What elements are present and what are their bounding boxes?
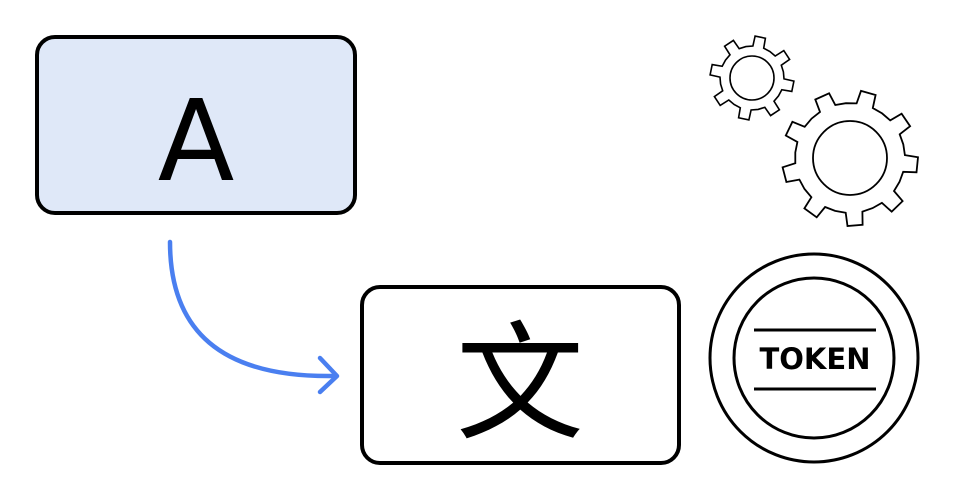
source-letter: A	[158, 77, 235, 207]
source-box-frame	[35, 35, 357, 215]
gear-large-hole	[812, 120, 888, 196]
token-coin-icon: TOKEN	[708, 252, 920, 464]
gear-small-hole	[729, 55, 775, 101]
token-label: TOKEN	[760, 342, 871, 376]
curved-arrow-icon	[167, 239, 340, 395]
gear-large-icon	[781, 89, 919, 227]
target-box-frame	[360, 285, 681, 465]
target-box: 文	[360, 285, 681, 465]
source-box: A	[35, 35, 357, 215]
gear-small-icon	[709, 35, 795, 121]
target-character: 文	[456, 310, 584, 459]
